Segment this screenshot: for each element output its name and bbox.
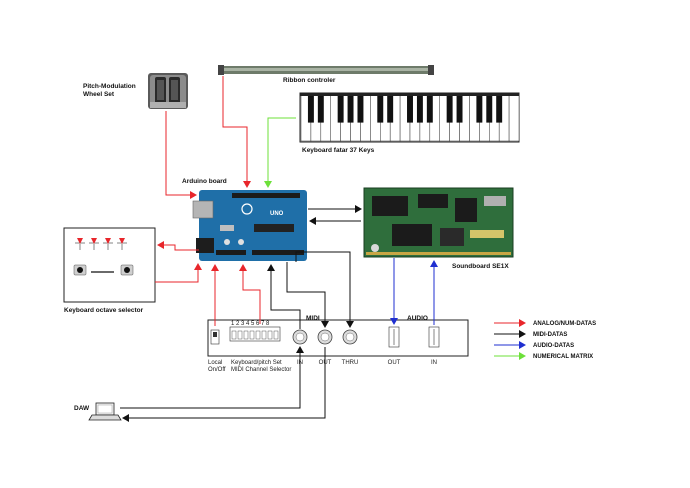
legend-item-matrix: NUMERICAL MATRIX	[494, 352, 593, 360]
audio-in-label: IN	[431, 360, 437, 366]
midi-in-connector	[292, 329, 308, 345]
black-key	[337, 95, 344, 123]
kbd-pitch-label-2: MIDI Channel Selector	[231, 367, 291, 373]
pitch-mod-wheel-image	[148, 73, 188, 109]
pitch-mod-label-1: Pitch-Modulation	[83, 83, 136, 90]
soundboard-label: Soundboard SE1X	[452, 263, 509, 270]
arrow-arduino-to-octave	[157, 241, 199, 251]
black-key	[486, 95, 493, 123]
keyboard-label: Keyboard fatar 37 Keys	[302, 147, 375, 154]
laptop-icon	[88, 402, 122, 421]
black-key	[426, 95, 433, 123]
legend-item-analog: ANALOG/NUM-DATAS	[494, 319, 596, 327]
black-key	[407, 95, 413, 123]
kbd-pitch-label-1: Keyboard/pitch Set	[231, 360, 282, 366]
arrow-dip-to-arduino	[239, 264, 261, 324]
dip-key	[255, 330, 261, 340]
dip-key	[237, 330, 243, 340]
arrow-arduino-to-midi-out	[286, 262, 329, 328]
arrow-pitch-to-arduino	[165, 111, 197, 199]
arduino-board-image: UNO	[192, 190, 307, 261]
ribbon-controller-image	[218, 65, 434, 75]
black-key	[307, 95, 314, 123]
dip-switch-image	[229, 326, 281, 342]
keyboard-image	[299, 92, 520, 143]
audio-out-label: OUT	[388, 360, 401, 366]
arrow-midi-out-to-daw	[122, 347, 326, 422]
midi-thru-connector	[342, 329, 358, 345]
black-key	[377, 95, 384, 123]
dip-numbers: 1 2 3 4 5 6 7 8	[231, 321, 270, 327]
legend-label-analog: ANALOG/NUM-DATAS	[533, 321, 596, 327]
ribbon-label: Ribbon controler	[283, 77, 336, 84]
legend-item-midi: MIDI-DATAS	[494, 330, 567, 338]
dip-key	[231, 330, 237, 340]
dip-key	[243, 330, 249, 340]
led-icon	[105, 238, 111, 244]
arrow-midi-in-to-arduino	[267, 264, 301, 329]
audio-section-label: AUDIO	[407, 315, 428, 322]
led-icon	[77, 238, 83, 244]
black-key	[456, 95, 463, 123]
arrow-octave-to-arduino	[155, 263, 202, 283]
local-switch-image	[210, 329, 220, 345]
legend-label-matrix: NUMERICAL MATRIX	[533, 354, 593, 360]
midi-section-label: MIDI	[306, 315, 320, 322]
black-key	[496, 95, 503, 123]
audio-out-jack	[388, 326, 400, 348]
midi-thru-label: THRU	[342, 360, 359, 366]
dip-key	[261, 330, 267, 340]
arrow-daw-to-midi-in	[120, 346, 304, 409]
octave-selector-box	[63, 227, 156, 303]
soundboard-image	[363, 187, 514, 258]
pitch-mod-label-2: Wheel Set	[83, 91, 115, 98]
led-icon	[119, 238, 125, 244]
local-label-2: On/Off	[208, 367, 226, 373]
octave-selector-label: Keyboard octave selector	[64, 307, 144, 314]
led-icon	[91, 238, 97, 244]
daw-label: DAW	[74, 405, 90, 412]
dip-key	[267, 330, 273, 340]
arrow-keyboard-to-arduino	[264, 117, 296, 188]
black-key	[387, 95, 394, 123]
legend-item-audio: AUDIO-DATAS	[494, 341, 574, 349]
audio-in-jack	[428, 326, 440, 348]
local-label-1: Local	[208, 360, 222, 366]
legend-label-midi: MIDI-DATAS	[533, 332, 567, 338]
dip-key	[273, 330, 279, 340]
white-key	[508, 94, 520, 142]
legend-label-audio: AUDIO-DATAS	[533, 343, 574, 349]
svg-text:UNO: UNO	[270, 211, 284, 217]
black-key	[357, 95, 364, 123]
black-key	[317, 95, 324, 123]
legend: ANALOG/NUM-DATAS MIDI-DATAS AUDIO-DATAS …	[494, 319, 596, 360]
black-key	[416, 95, 423, 123]
dip-key	[249, 330, 255, 340]
arrow-ribbon-to-arduino	[222, 76, 251, 188]
arduino-label: Arduino board	[182, 178, 227, 185]
black-key	[476, 95, 483, 123]
black-key	[446, 95, 453, 123]
midi-out-connector	[317, 329, 333, 345]
arrow-arduino-to-midi-thru	[295, 251, 354, 328]
black-key	[347, 95, 354, 123]
